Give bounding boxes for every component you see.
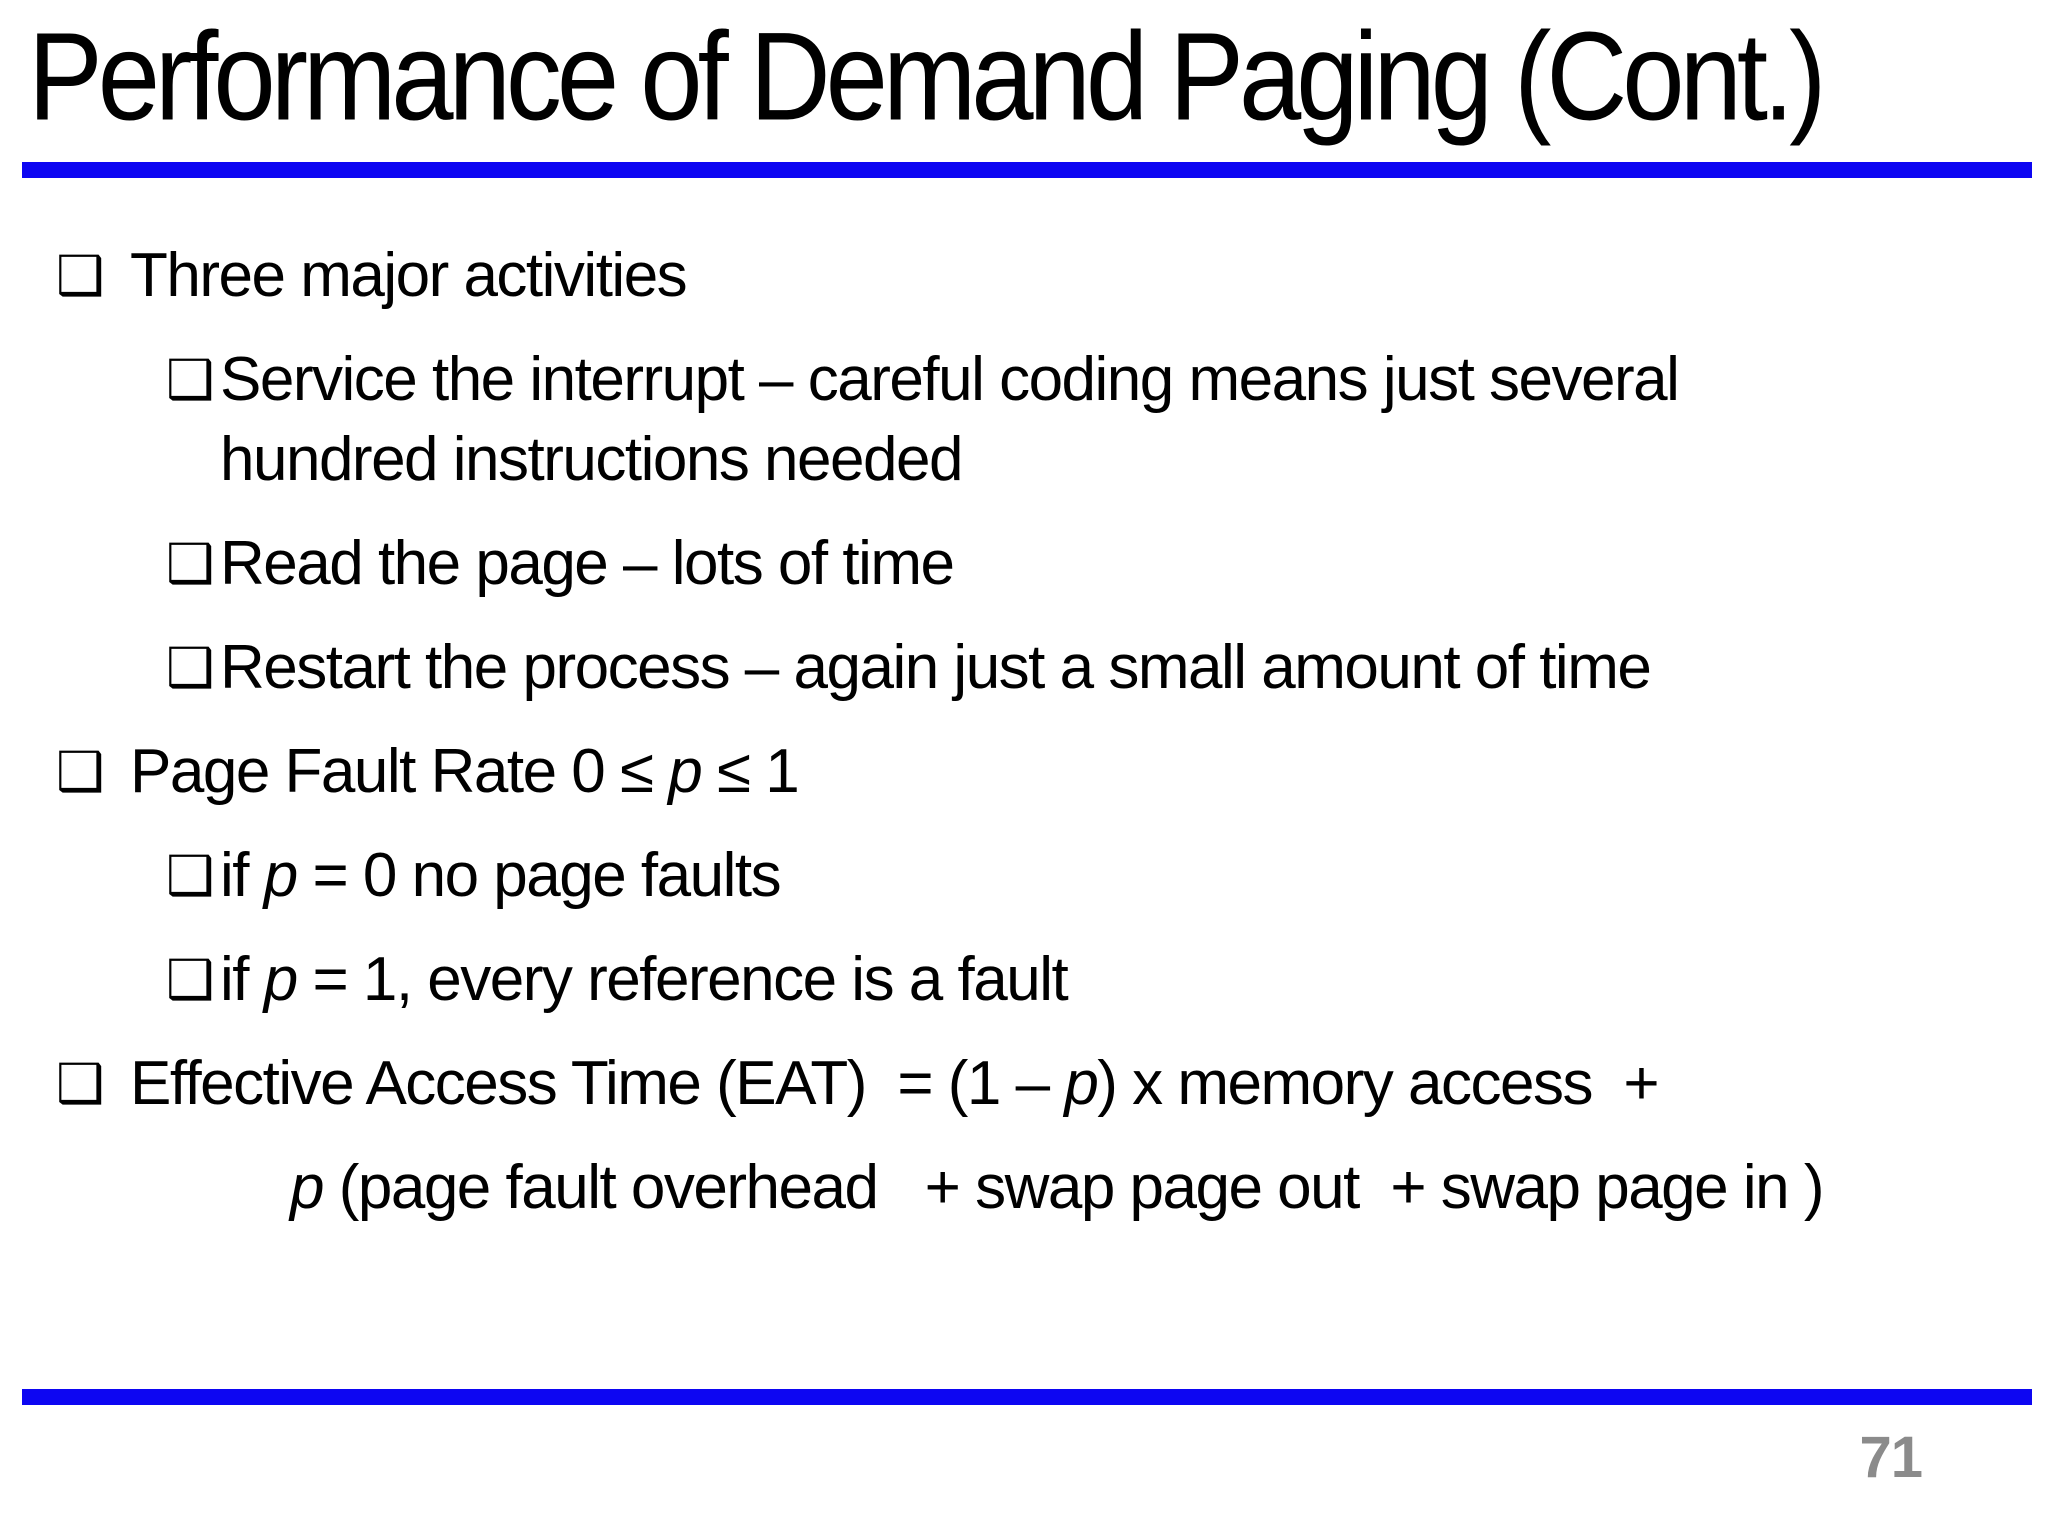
list-item-text: Service the interrupt – careful coding m… (220, 345, 1680, 494)
checkbox-bullet-icon: ❑ (166, 950, 215, 1010)
checkbox-bullet-icon: ❑ (56, 246, 105, 306)
page-number: 71 (1859, 1425, 1923, 1490)
list-item: ❑ Read the page – lots of time (0, 524, 2048, 604)
list-item-text: if p = 0 no page faults (220, 841, 782, 910)
checkbox-bullet-icon: ❑ (166, 846, 215, 906)
list-item: ❑ Restart the process – again just a sma… (0, 628, 2048, 708)
list-item: ❑ Page Fault Rate 0 ≤ p ≤ 1 (0, 732, 2048, 812)
checkbox-bullet-icon: ❑ (166, 534, 215, 594)
list-item: ❑ if p = 1, every reference is a fault (0, 940, 2048, 1020)
list-item: ❑ Three major activities (0, 236, 2048, 316)
slide-body: ❑ Three major activities ❑ Service the i… (0, 236, 2048, 1252)
checkbox-bullet-icon: ❑ (166, 638, 215, 698)
footer-divider (22, 1389, 2032, 1405)
list-item-text: Restart the process – again just a small… (220, 633, 1652, 702)
page-title: Performance of Demand Paging (Cont.) (28, 6, 1826, 147)
list-item: ❑ if p = 0 no page faults (0, 836, 2048, 916)
list-item-text: Page Fault Rate 0 ≤ p ≤ 1 (130, 737, 800, 806)
list-item: ❑ Service the interrupt – careful coding… (0, 340, 2048, 500)
list-item-text: Three major activities (130, 241, 688, 310)
list-item-text: p (page fault overhead + swap page out +… (290, 1153, 1825, 1222)
list-item: ❑ Effective Access Time (EAT) = (1 – p) … (0, 1044, 2048, 1124)
title-divider (22, 162, 2032, 178)
checkbox-bullet-icon: ❑ (56, 1054, 105, 1114)
checkbox-bullet-icon: ❑ (56, 742, 105, 802)
checkbox-bullet-icon: ❑ (166, 350, 215, 410)
list-item-text: if p = 1, every reference is a fault (220, 945, 1069, 1014)
list-item-continuation: p (page fault overhead + swap page out +… (0, 1148, 2048, 1228)
list-item-text: Effective Access Time (EAT) = (1 – p) x … (130, 1049, 1660, 1118)
list-item-text: Read the page – lots of time (220, 529, 955, 598)
